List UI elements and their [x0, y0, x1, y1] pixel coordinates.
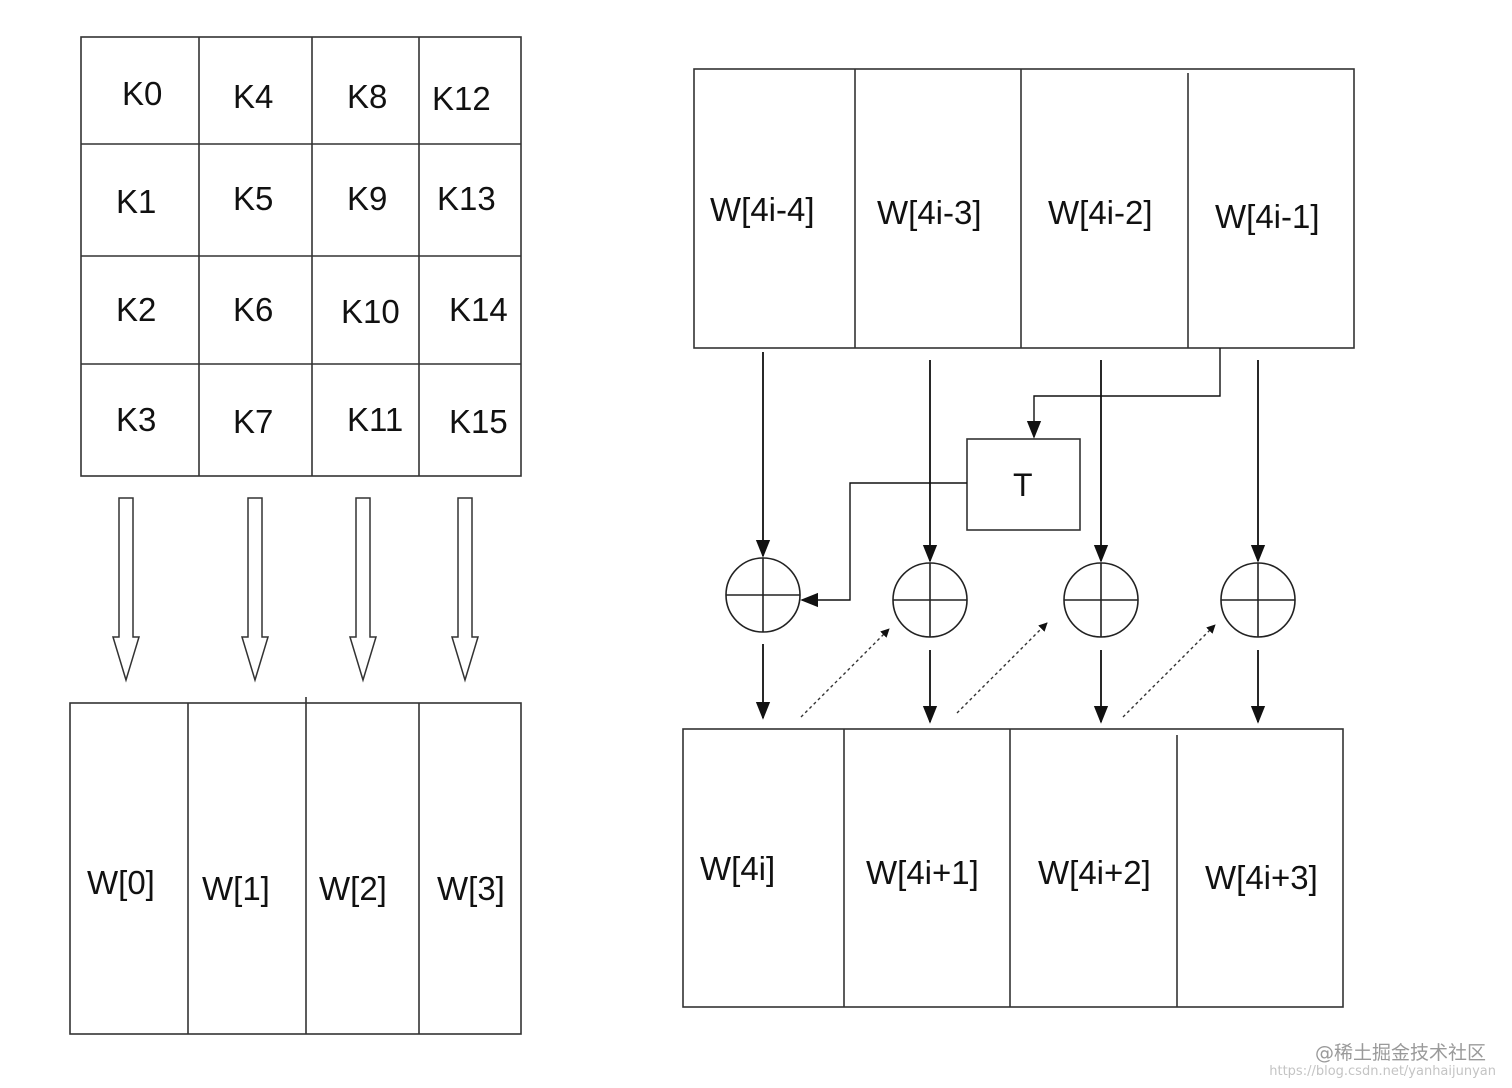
xor-icon	[892, 562, 968, 638]
word-label: W[2]	[319, 870, 387, 907]
initial-words-box	[69, 697, 522, 1035]
xor-operators	[725, 557, 1296, 638]
key-cell: K6	[233, 291, 273, 328]
key-cell: K5	[233, 180, 273, 217]
hollow-down-arrow	[111, 497, 141, 683]
column-to-word-arrows	[111, 497, 480, 683]
dotted-arrow	[956, 622, 1048, 714]
word-label: W[4i-1]	[1215, 198, 1320, 235]
connector-arrows	[755, 348, 1266, 724]
dotted-arrow	[800, 628, 890, 718]
xor-icon	[725, 557, 801, 633]
key-cell: K0	[122, 75, 162, 112]
transform-box: T	[966, 438, 1081, 531]
word-label: W[0]	[87, 864, 155, 901]
watermark-url: https://blog.csdn.net/yanhaijunyan	[1269, 1064, 1496, 1079]
dotted-feedback-arrows	[800, 622, 1216, 718]
next-words-box	[682, 728, 1344, 1008]
arrow-transform-to-xor	[800, 482, 967, 608]
hollow-down-arrow	[450, 497, 480, 683]
key-cell: K8	[347, 78, 387, 115]
transform-label: T	[1013, 467, 1033, 503]
hollow-down-arrow	[348, 497, 378, 683]
watermark-text: @稀土掘金技术社区	[1314, 1042, 1486, 1064]
key-cell: K1	[116, 183, 156, 220]
word-label: W[3]	[437, 870, 505, 907]
arrow-to-transform	[1026, 348, 1221, 439]
word-label: W[4i-4]	[710, 191, 815, 228]
key-cell: K11	[347, 401, 403, 438]
key-cell: K14	[449, 291, 508, 328]
key-cell: K4	[233, 78, 273, 115]
key-cell: K13	[437, 180, 496, 217]
word-label: W[4i-2]	[1048, 194, 1153, 231]
previous-words-box	[693, 68, 1355, 349]
word-label: W[4i+2]	[1038, 854, 1151, 891]
word-label: W[4i-3]	[877, 194, 982, 231]
hollow-down-arrow	[240, 497, 270, 683]
key-cell: K10	[341, 293, 400, 330]
key-cell: K15	[449, 403, 508, 440]
key-matrix	[80, 36, 522, 477]
key-cell: K3	[116, 401, 156, 438]
word-label: W[4i+1]	[866, 854, 979, 891]
key-cell: K2	[116, 291, 156, 328]
xor-icon	[1063, 562, 1139, 638]
key-cell: K7	[233, 403, 273, 440]
dotted-arrow	[1122, 624, 1216, 718]
word-label: W[4i]	[700, 850, 775, 887]
word-label: W[1]	[202, 870, 270, 907]
key-matrix-labels: K0 K4 K8 K12 K1 K5 K9 K13 K2 K6 K10 K14 …	[116, 75, 508, 440]
key-cell: K9	[347, 180, 387, 217]
key-cell: K12	[432, 80, 491, 117]
word-label: W[4i+3]	[1205, 859, 1318, 896]
xor-icon	[1220, 562, 1296, 638]
